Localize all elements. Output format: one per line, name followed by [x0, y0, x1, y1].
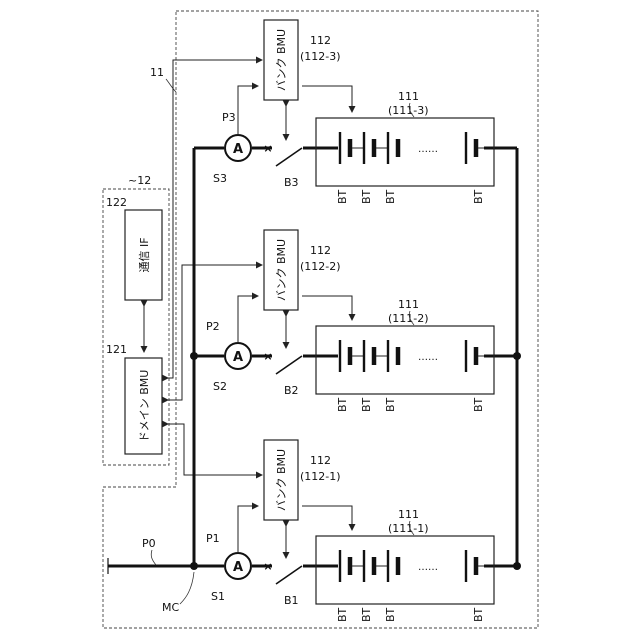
cell-label: BT [360, 397, 373, 412]
bank-bmu-ref: 112 [310, 34, 331, 47]
bank-bmu-sub: (112-1) [300, 470, 341, 483]
domain-bmu-ref: 121 [106, 343, 127, 356]
bank-bmu-sub: (112-3) [300, 50, 341, 63]
point-label: P1 [206, 532, 220, 545]
cell-label: BT [360, 607, 373, 622]
cell-label: BT [384, 607, 397, 622]
breaker-switch [276, 148, 302, 166]
breaker-label: B1 [284, 594, 299, 607]
bank-2: A × …… バンク BMU 112 (112-2) 111 (111-2) P… [194, 230, 517, 412]
cell-ellipsis: …… [418, 144, 438, 155]
bank-1: A × …… バンク BMU 112 (112-1) 111 (111-1) P… [194, 440, 517, 622]
unit-11-leader [166, 79, 176, 92]
battery-sub: (111-3) [388, 104, 429, 117]
breaker-mark: × [263, 350, 272, 363]
p0-leader [151, 550, 156, 565]
cell-label: BT [336, 189, 349, 204]
bank-bmu-label: バンク BMU [275, 29, 288, 91]
bank-bmu-ref: 112 [310, 244, 331, 257]
breaker-label: B2 [284, 384, 299, 397]
breaker-switch [276, 566, 302, 584]
breaker-mark: × [263, 142, 272, 155]
mc-leader [180, 572, 194, 604]
sensor-label: S1 [211, 590, 225, 603]
mc-label: MC [162, 601, 179, 614]
battery-box [316, 326, 494, 394]
cell-label: BT [472, 397, 485, 412]
bank-bmu-label: バンク BMU [275, 239, 288, 301]
sensor-label: S2 [213, 380, 227, 393]
comm-if-label: 通信 IF [138, 237, 151, 272]
cell-ellipsis: …… [418, 352, 438, 363]
battery-ref: 111 [398, 298, 419, 311]
battery-sub: (111-1) [388, 522, 429, 535]
unit-12-label: ~12 [128, 174, 151, 187]
unit-11-label: 11 [150, 66, 164, 79]
bank-bmu-sub: (112-2) [300, 260, 341, 273]
bank-3: A × …… バンク BMU 112 (112-3) 111 (111-3) P… [194, 20, 517, 204]
cell-label: BT [472, 189, 485, 204]
ammeter-symbol: A [233, 560, 243, 575]
cell-label: BT [472, 607, 485, 622]
ammeter-symbol: A [233, 142, 243, 157]
breaker-label: B3 [284, 176, 299, 189]
ammeter-symbol: A [233, 350, 243, 365]
breaker-mark: × [263, 560, 272, 573]
point-label: P3 [222, 111, 236, 124]
battery-ref: 111 [398, 90, 419, 103]
p0-label: P0 [142, 537, 156, 550]
bank-bmu-label: バンク BMU [275, 449, 288, 511]
bank-bmu-ref: 112 [310, 454, 331, 467]
domain-bmu-label: ドメイン BMU [138, 370, 151, 443]
cell-label: BT [384, 189, 397, 204]
battery-box [316, 118, 494, 186]
domain-to-bank1-link [168, 424, 262, 475]
battery-box [316, 536, 494, 604]
battery-sub: (111-2) [388, 312, 429, 325]
cell-label: BT [336, 607, 349, 622]
cell-label: BT [384, 397, 397, 412]
comm-if-ref: 122 [106, 196, 127, 209]
point-label: P2 [206, 320, 220, 333]
cell-ellipsis: …… [418, 562, 438, 573]
breaker-switch [276, 356, 302, 374]
cell-label: BT [336, 397, 349, 412]
sensor-label: S3 [213, 172, 227, 185]
cell-label: BT [360, 189, 373, 204]
battery-ref: 111 [398, 508, 419, 521]
